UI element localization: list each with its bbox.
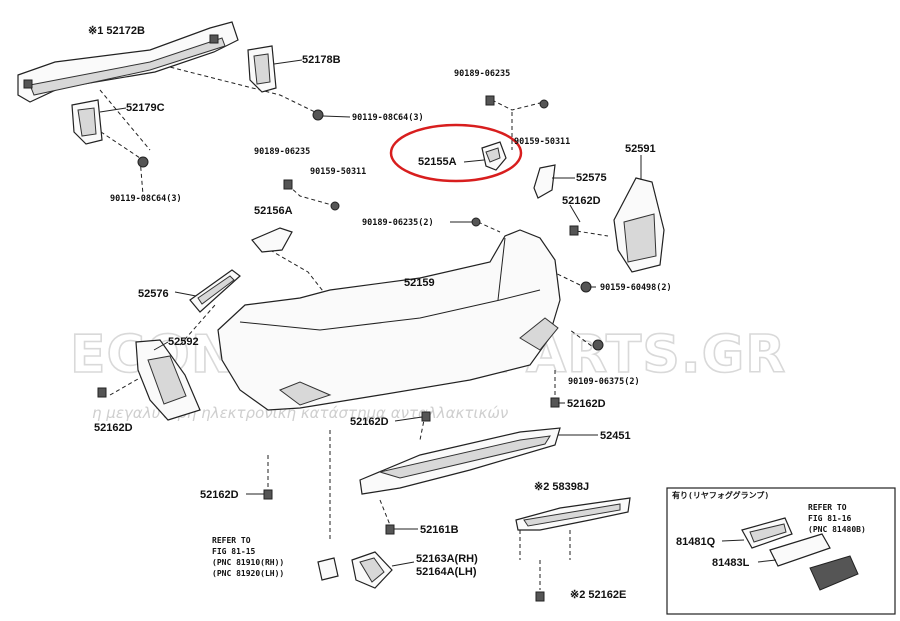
label-52592: 52592 [168, 336, 199, 348]
highlight-circle [389, 123, 523, 183]
label-52162D-left: 52162D [94, 422, 133, 434]
label-52451: 52451 [600, 430, 631, 442]
refer-note-1-line3: (PNC 81910(RH)) [212, 558, 284, 567]
part-lower-diffuser-52451 [359, 427, 561, 495]
label-90189-top: 90189-06235 [454, 69, 510, 79]
part-bumper-cover-52159 [217, 229, 561, 411]
part-lower-panel-58398J [515, 497, 631, 531]
part-reflector-cover-52163A [351, 551, 393, 589]
refer-note-2-line1: REFER TO [808, 503, 847, 512]
part-side-retainer-52592 [135, 339, 201, 421]
label-52164A: 52164A(LH) [416, 566, 477, 578]
label-52161B: 52161B [420, 524, 459, 536]
part-side-retainer-52591 [613, 177, 665, 273]
part-reinforcement-beam [17, 21, 239, 103]
label-52162E: ※2 52162E [570, 589, 626, 601]
label-90119-left: 90119-08C64(3) [110, 194, 182, 204]
refer-note-1-line1: REFER TO [212, 536, 251, 545]
label-81483L: 81483L [712, 557, 750, 569]
label-leaders [99, 59, 777, 567]
refer-note-2-line2: FIG 81-16 [808, 514, 852, 523]
fog-lamp-inset [666, 487, 896, 615]
label-52178B: 52178B [302, 54, 341, 66]
label-90109: 90109-06375(2) [568, 377, 640, 387]
label-52179C: 52179C [126, 102, 165, 114]
label-90159-60498: 90159-60498(2) [600, 283, 672, 293]
label-52576: 52576 [138, 288, 169, 300]
refer-note-1-line2: FIG 81-15 [212, 547, 256, 556]
fasteners [97, 95, 604, 602]
label-58398J: ※2 58398J [534, 481, 589, 493]
label-90159-mid: 90159-50311 [310, 167, 366, 177]
part-retainer-52155A [389, 123, 523, 183]
part-reflector-ref [317, 557, 339, 581]
label-52162D-center: 52162D [350, 416, 389, 428]
label-52163A: 52163A(RH) [416, 553, 478, 565]
part-labels: ※1 52172B 52178B 52179C 90119-08C64(3) 9… [88, 25, 866, 601]
label-52162D-r2: 52162D [567, 398, 606, 410]
label-52162D-bottom: 52162D [200, 489, 239, 501]
part-bracket-52575 [533, 164, 556, 199]
label-52172B: ※1 52172B [88, 25, 145, 37]
refer-note-2-line3: (PNC 81480B) [808, 525, 866, 534]
part-bracket-52178B [247, 45, 277, 93]
refer-note-1-line4: (PNC 81920(LH)) [212, 569, 284, 578]
label-90119-top: 90119-08C64(3) [352, 113, 424, 123]
label-81481Q: 81481Q [676, 536, 716, 548]
label-90189-mid: 90189-06235 [254, 147, 310, 157]
dashed-leaders [94, 61, 609, 590]
label-90159-top: 90159-50311 [514, 137, 570, 147]
label-52162D-r1: 52162D [562, 195, 601, 207]
part-bracket-52576 [189, 269, 241, 313]
label-52156A: 52156A [254, 205, 293, 217]
label-90189-2: 90189-06235(2) [362, 218, 434, 228]
part-bracket-52156A [251, 227, 293, 253]
label-52155A: 52155A [418, 156, 457, 168]
label-52159: 52159 [404, 277, 435, 289]
part-bracket-52179C [71, 99, 103, 145]
label-52591: 52591 [625, 143, 656, 155]
label-52575: 52575 [576, 172, 607, 184]
inset-title: 有り(リヤフォググランプ) [672, 490, 769, 500]
